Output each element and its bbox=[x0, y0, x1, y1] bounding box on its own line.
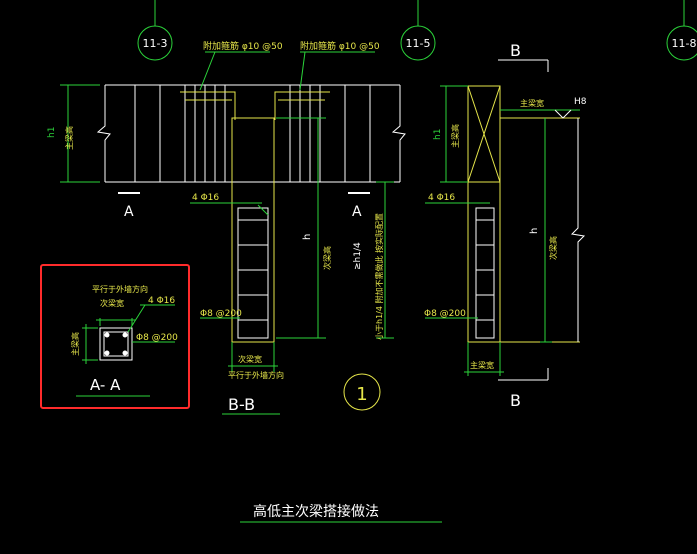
dimension-h-mid bbox=[276, 117, 394, 339]
section-title-bb: B-B bbox=[228, 395, 255, 414]
detail-section-title: A- A bbox=[90, 376, 121, 394]
main-beam-width-right-label: 主梁宽 bbox=[470, 360, 494, 370]
sub-beam-height-right-label: 次梁高 bbox=[548, 236, 558, 260]
main-beam-height-label-left: 主梁高 bbox=[64, 126, 74, 150]
axis-bubble-11-3: 11-3 bbox=[137, 0, 173, 61]
detail-number-label: 1 bbox=[356, 384, 367, 405]
rebar-4phi16-right-label: 4 Φ16 bbox=[428, 193, 455, 203]
detail-aa-drawing bbox=[76, 304, 175, 397]
parallel-wall-mid-label: 平行于外墙方向 bbox=[228, 370, 284, 380]
detail-sub-width-label: 次梁宽 bbox=[100, 298, 124, 308]
axis-label-11-5: 11-5 bbox=[406, 37, 431, 50]
detail-number-circle bbox=[343, 373, 381, 411]
stirrup-mid-label: Φ8 @200 bbox=[200, 309, 242, 319]
stirrup-right-label: Φ8 @200 bbox=[424, 309, 466, 319]
axis-bubble-11-5: 11-5 bbox=[400, 0, 436, 61]
axis-label-11-3: 11-3 bbox=[143, 37, 168, 50]
main-beam-width-top-label: 主梁宽 bbox=[520, 98, 544, 108]
rebar-label-top-left: 附加箍筋 φ10 @50 bbox=[203, 40, 283, 52]
section-mark-b-top: B bbox=[510, 41, 521, 60]
dimension-h1-left bbox=[60, 84, 100, 183]
highlight-box-detail-aa[interactable] bbox=[40, 264, 190, 409]
section-mark-b-bottom: B bbox=[510, 391, 521, 410]
right-section-b bbox=[425, 59, 586, 381]
dimension-sub-beam-width bbox=[228, 342, 278, 372]
detail-parallel-label: 平行于外墙方向 bbox=[92, 284, 148, 294]
section-mark-a-right: A bbox=[352, 204, 362, 220]
sub-beam-width-label: 次梁宽 bbox=[238, 354, 262, 364]
drawing-title: 高低主次梁搭接做法 bbox=[253, 503, 379, 520]
h-label-right: h bbox=[529, 228, 540, 234]
h-label-mid: h bbox=[302, 234, 313, 240]
h1-label-left: h1 bbox=[47, 127, 57, 138]
h1-label-right: h1 bbox=[433, 129, 443, 140]
axis-label-11-8: 11-8 bbox=[672, 37, 697, 50]
rebar-4phi16-mid-label: 4 Φ16 bbox=[192, 193, 219, 203]
section-mark-a-left: A bbox=[124, 204, 134, 220]
detail-stirrup-label: Φ8 @200 bbox=[136, 333, 178, 343]
detail-main-height-label: 主梁高 bbox=[70, 332, 80, 356]
h8-label: H8 bbox=[574, 97, 587, 107]
rebar-label-top-right: 附加箍筋 φ10 @50 bbox=[300, 40, 380, 52]
main-beam-height-label-right: 主梁高 bbox=[450, 124, 460, 148]
main-beam-elevation bbox=[96, 51, 406, 194]
sub-beam-height-mid-label: 次梁高 bbox=[322, 246, 332, 270]
axis-bubble-11-8: 11-8 bbox=[666, 0, 697, 61]
note-long-label: 小于h1/4 附加不需做此 按实际配置 bbox=[374, 213, 384, 340]
secondary-beam-section-bb bbox=[190, 117, 275, 343]
detail-4phi16-label: 4 Φ16 bbox=[148, 296, 175, 306]
h1-quarter-label: ≥h1/4 bbox=[353, 242, 363, 270]
